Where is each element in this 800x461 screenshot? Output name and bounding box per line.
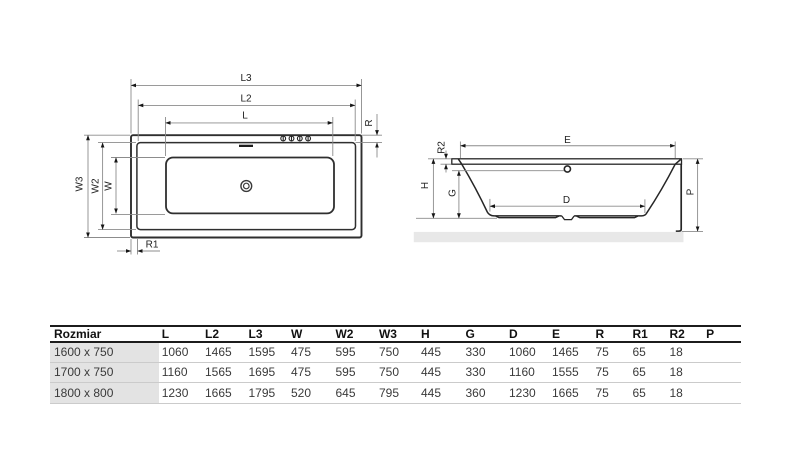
svg-text:R: R <box>364 119 375 126</box>
svg-text:L2: L2 <box>240 94 252 105</box>
svg-text:W2: W2 <box>91 178 102 193</box>
svg-text:P: P <box>686 188 697 195</box>
svg-text:R2: R2 <box>436 141 447 154</box>
svg-text:W3: W3 <box>75 176 86 191</box>
svg-text:G: G <box>448 189 459 197</box>
svg-text:R1: R1 <box>146 240 159 251</box>
svg-text:L3: L3 <box>240 73 252 84</box>
svg-text:E: E <box>564 135 571 146</box>
svg-text:W: W <box>104 181 115 191</box>
svg-text:D: D <box>563 195 570 206</box>
svg-text:L: L <box>242 111 248 122</box>
svg-text:H: H <box>420 182 431 189</box>
